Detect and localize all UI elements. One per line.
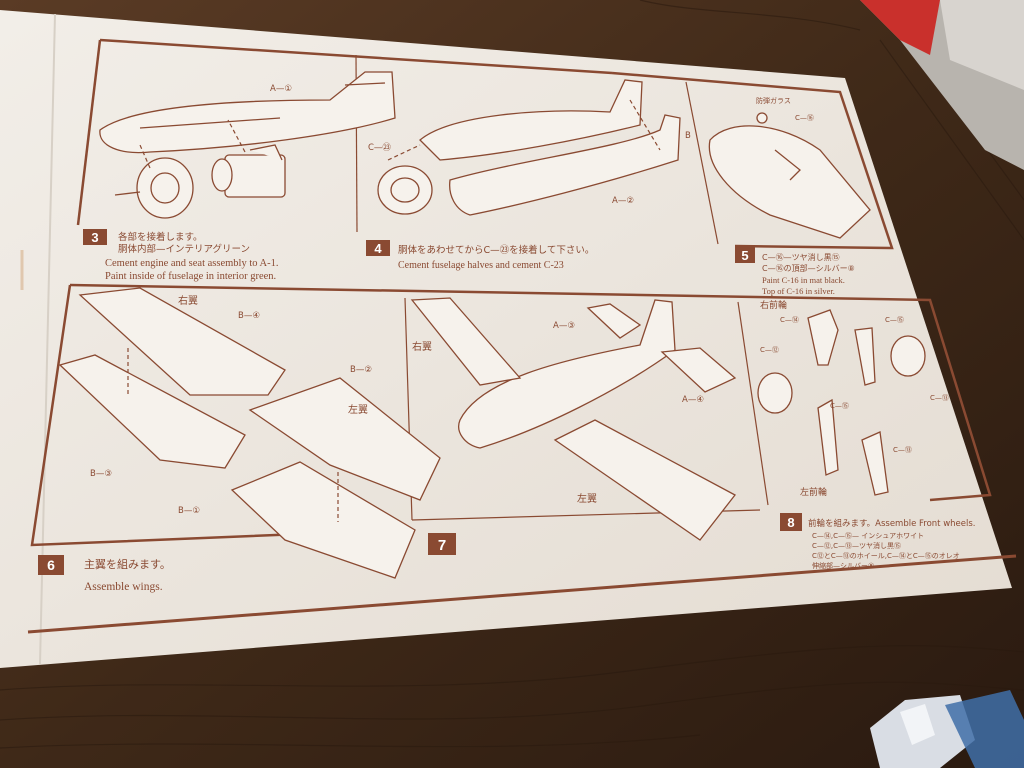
step-5-en-line-1: Paint C-16 in mat black. [762,275,845,285]
step-badge-4: 4 [366,240,390,256]
step-6-jp-line-1: 主翼を組みます。 [84,558,171,571]
step-3-en-line-2: Paint inside of fuselage in interior gre… [105,271,276,282]
panel-border-bottom-left [30,284,351,547]
label-c12: C—⑫ [760,346,779,354]
drawing-front-wheels [757,309,926,496]
step-4-jp-line-1: 胴体をあわせてからC—㉓を接着して下さい。 [398,244,594,256]
step-number-7: 7 [438,537,446,554]
label-c-small: C—⑮ [830,402,849,410]
arrows-step-4 [387,99,661,161]
arrows-step-6 [127,348,339,522]
step-5-jp-line-2: C—⑯の頂部—シルバー⑧ [762,263,855,273]
label-c16: C—⑯ [795,114,814,122]
step-3-text: 各部を接着します。 胴体内部—インテリアグリーン Cement engine a… [105,231,279,282]
label-c-small-2: C—⑬ [893,446,912,454]
step-3-en-line-1: Cement engine and seat assembly to A-1. [105,258,279,269]
panel-border-left [76,39,102,226]
drawing-seat-assembly [211,144,286,198]
step-badge-8: 8 [780,513,802,531]
label-b3: B—③ [90,469,112,479]
panel-border-right [611,71,894,250]
step-5-jp-line-1: C—⑯—ツヤ消し黒⑮ [762,252,840,262]
step-8-jp-line-5: 伸縮部—シルバー⑧ [812,561,874,570]
label-b1: B—① [178,506,200,516]
label-b-mark: B [685,131,691,141]
label-c14: C—⑭ [780,316,799,324]
label-b2: B—② [350,365,372,375]
label-c13: C—⑬ [930,394,949,402]
label-b4: B—④ [238,311,260,321]
drawing-cockpit-canopy [708,112,871,239]
part-labels: A—① C—㉓ A—② B 防弾ガラス C—⑯ 右翼 B—④ B—② 左翼 B—… [90,84,949,516]
background-box [860,0,1024,170]
step-number-5: 5 [741,248,748,263]
step-8-jp-line-3: C—⑫,C—⑬—ツヤ消し黒⑮ [812,541,901,550]
label-antenna: 防弾ガラス [756,96,791,105]
drawing-engine-assembly [114,157,194,219]
step-badge-6: 6 [38,555,64,575]
label-a2: A—② [612,196,634,206]
label-a4: A—④ [682,395,704,405]
step-8-jp-line-4: C⑫とC—⑬のホイール,C—⑭とC—⑮のオレオ [812,552,960,560]
step-badge-5: 5 [735,247,755,263]
arrows-step-3 [139,119,246,169]
panel-border-bottom-right [69,283,992,502]
panel-divider-7-8 [737,301,769,506]
label-right-wing: 右翼 [178,294,198,307]
step-8-jp-line-2: C—⑭,C—⑮— インシュアホワイト [812,532,924,540]
drawing-fuselage-interior [99,71,396,154]
step-6-en-line-1: Assemble wings. [84,581,163,593]
drawing-airplane-assembly [410,297,737,541]
label-a3: A—③ [553,321,575,331]
label-left-wing: 左翼 [348,403,368,416]
debris-bottom-right [870,690,1024,768]
step-3-jp-line-2: 胴体内部—インテリアグリーン [118,243,250,255]
step-number-4: 4 [374,241,382,256]
step-4-text: 胴体をあわせてからC—㉓を接着して下さい。 Cement fuselage ha… [398,244,594,271]
step-3-jp-line-1: 各部を接着します。 [118,231,203,243]
step-badge-3: 3 [83,229,107,245]
label-left-front-wheel: 左前輪 [800,486,827,498]
drawing-wing-parts [58,287,441,579]
step-number-3: 3 [91,230,98,245]
bottom-rule [27,554,1017,634]
step-5-en-line-2: Top of C-16 in silver. [762,286,835,296]
step-badge-7: 7 [428,533,456,555]
label-a1: A—① [270,84,292,94]
step-4-en-line-1: Cement fuselage halves and cement C-23 [398,260,564,271]
label-right-wing-7: 右翼 [412,340,432,353]
step-6-text: 主翼を組みます。 Assemble wings. [84,558,171,593]
step-number-8: 8 [787,515,794,530]
label-c23: C—㉓ [368,143,391,153]
step-8-jp-line-1: 前輪を組みます。Assemble Front wheels. [808,518,976,529]
label-right-front-wheel: 右前輪 [760,299,787,311]
label-c15: C—⑮ [885,316,904,324]
step-number-6: 6 [47,557,55,573]
drawing-fuselage-halves [377,79,681,216]
step-5-text: C—⑯—ツヤ消し黒⑮ C—⑯の頂部—シルバー⑧ Paint C-16 in ma… [762,252,855,296]
label-left-wing-7: 左翼 [577,492,597,505]
panel-divider-4-5 [685,81,719,245]
step-8-text: 前輪を組みます。Assemble Front wheels. C—⑭,C—⑮— … [808,518,976,570]
